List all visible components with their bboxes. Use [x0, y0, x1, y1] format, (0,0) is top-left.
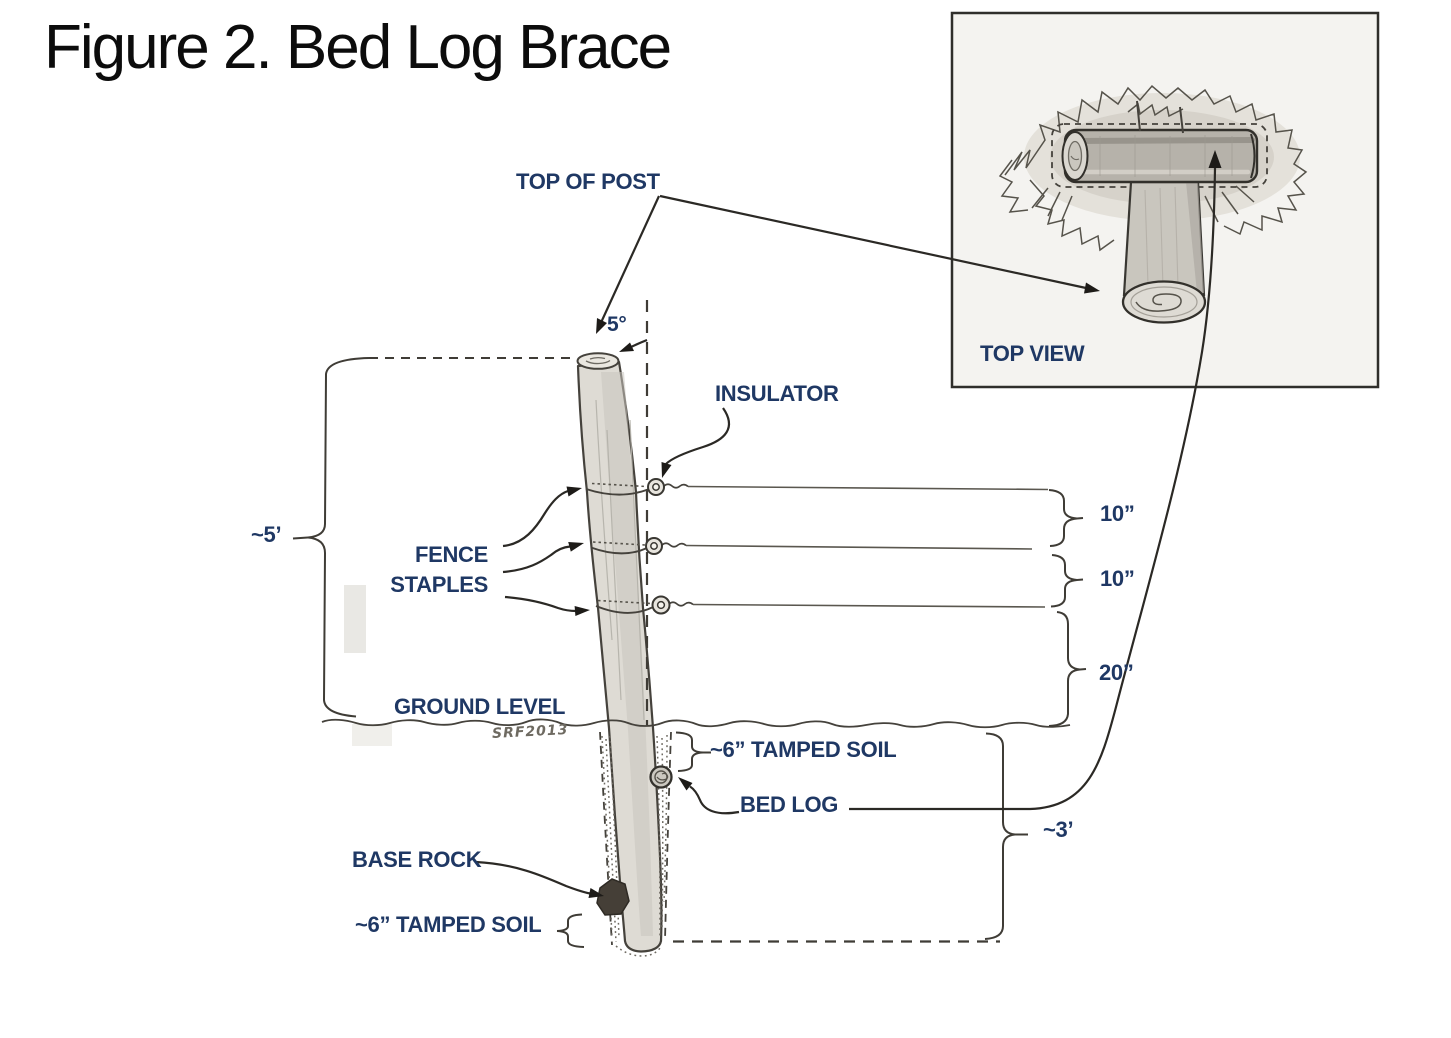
insulator-arrow	[665, 407, 731, 465]
base-rock-shape	[596, 878, 630, 916]
tamped-soil-bottom-label: ~6” TAMPED SOIL	[355, 912, 542, 937]
staple-arrow-2	[502, 545, 571, 574]
top-view-inset	[950, 11, 1380, 389]
fence-post	[576, 352, 663, 953]
inset-bed-log	[1061, 128, 1259, 184]
staple-arrow-3	[504, 595, 577, 613]
tamped-soil-bottom-bracket	[556, 913, 585, 948]
fence-wires	[585, 478, 1049, 615]
inset-stakes	[1136, 100, 1184, 134]
fence-staples-label-line2: STAPLES	[390, 572, 488, 597]
tamped-soil-top-bracket	[675, 731, 711, 772]
insulators	[645, 478, 671, 615]
base-rock-arrow	[475, 860, 591, 895]
post-top-cut	[576, 352, 620, 370]
buried-depth-bracket	[984, 732, 1028, 940]
inset-post	[1121, 180, 1207, 324]
top-of-post-arrow-right	[659, 194, 1087, 290]
tamped-soil-top-label: ~6” TAMPED SOIL	[710, 737, 897, 762]
bed-log-arrow	[689, 785, 740, 815]
post-height-label: ~5’	[251, 522, 282, 547]
staple-dotted-marks	[591, 482, 652, 605]
staple-arcs	[585, 488, 653, 614]
wire-spacing-braces	[1048, 489, 1087, 727]
insulator-label: INSULATOR	[715, 381, 839, 406]
ground-line	[321, 718, 1071, 729]
top-view-caption: TOP VIEW	[980, 341, 1085, 366]
lean-angle-arrow	[629, 338, 648, 349]
bed-log-to-top-view-curve	[849, 167, 1217, 811]
wire-wraps	[661, 483, 694, 607]
fence-staples-label-line1: FENCE	[414, 542, 488, 567]
figure-title: Figure 2. Bed Log Brace	[44, 13, 672, 82]
wire-lines	[685, 485, 1049, 608]
arrow-heads	[566, 150, 1222, 898]
buried-depth-label: ~3’	[1043, 817, 1074, 842]
bed-log-label: BED LOG	[740, 792, 839, 817]
wire-2	[685, 544, 1033, 550]
lean-angle-label: 5°	[607, 313, 627, 336]
height-brace	[292, 357, 370, 718]
base-rock-label: BASE ROCK	[352, 847, 482, 872]
staple-arrow-1	[502, 489, 569, 548]
wire-1	[687, 485, 1049, 491]
wire-gap-middle-label: 10”	[1100, 566, 1135, 591]
wire-gap-bottom-label: 20”	[1099, 660, 1134, 685]
scan-artifacts	[344, 585, 392, 746]
top-of-post-arrow-left	[597, 195, 661, 328]
wire-gap-top-label: 10”	[1100, 501, 1135, 526]
top-of-post-label: TOP OF POST	[516, 169, 660, 194]
wire-3	[692, 603, 1046, 608]
ground-level-label: GROUND LEVEL	[394, 694, 566, 719]
callout-arrows	[475, 167, 1217, 895]
pit-outline-dashed	[1051, 123, 1268, 188]
bed-log-cross-section	[649, 765, 673, 789]
